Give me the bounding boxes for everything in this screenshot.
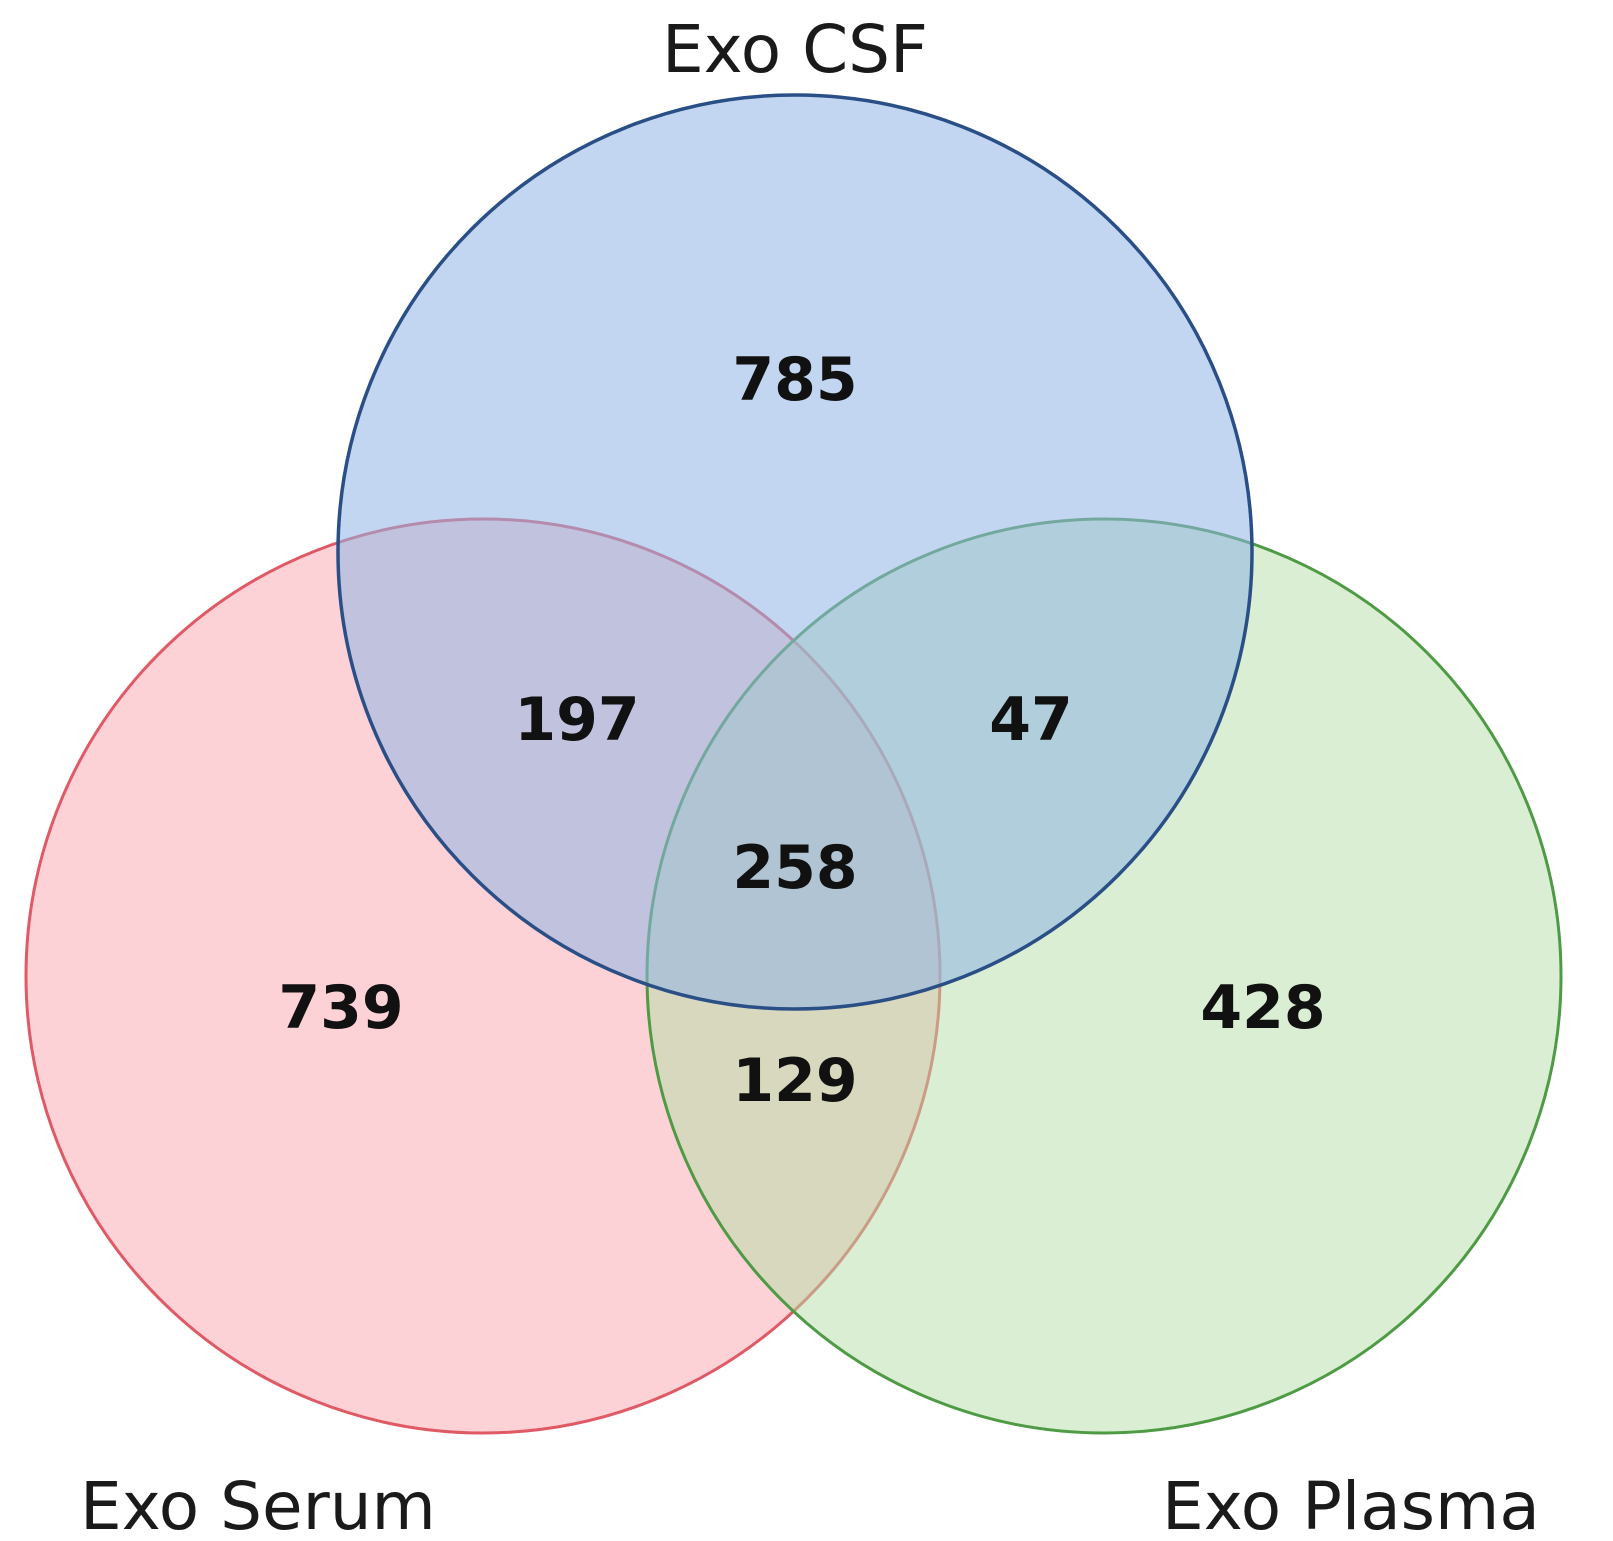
exo-plasma-label: Exo Plasma — [1162, 1468, 1540, 1541]
all-three-count: 258 — [732, 833, 857, 903]
exo-csf-circle — [336, 93, 1254, 1011]
exo-csf-label: Exo CSF — [662, 11, 928, 88]
exo-serum-label: Exo Serum — [80, 1468, 436, 1541]
csf-serum-count: 197 — [514, 685, 639, 755]
csf-only-count: 785 — [732, 345, 857, 415]
plasma-only-count: 428 — [1200, 973, 1325, 1043]
serum-plasma-count: 129 — [732, 1046, 857, 1116]
serum-only-count: 739 — [278, 973, 403, 1043]
csf-plasma-count: 47 — [989, 685, 1073, 755]
